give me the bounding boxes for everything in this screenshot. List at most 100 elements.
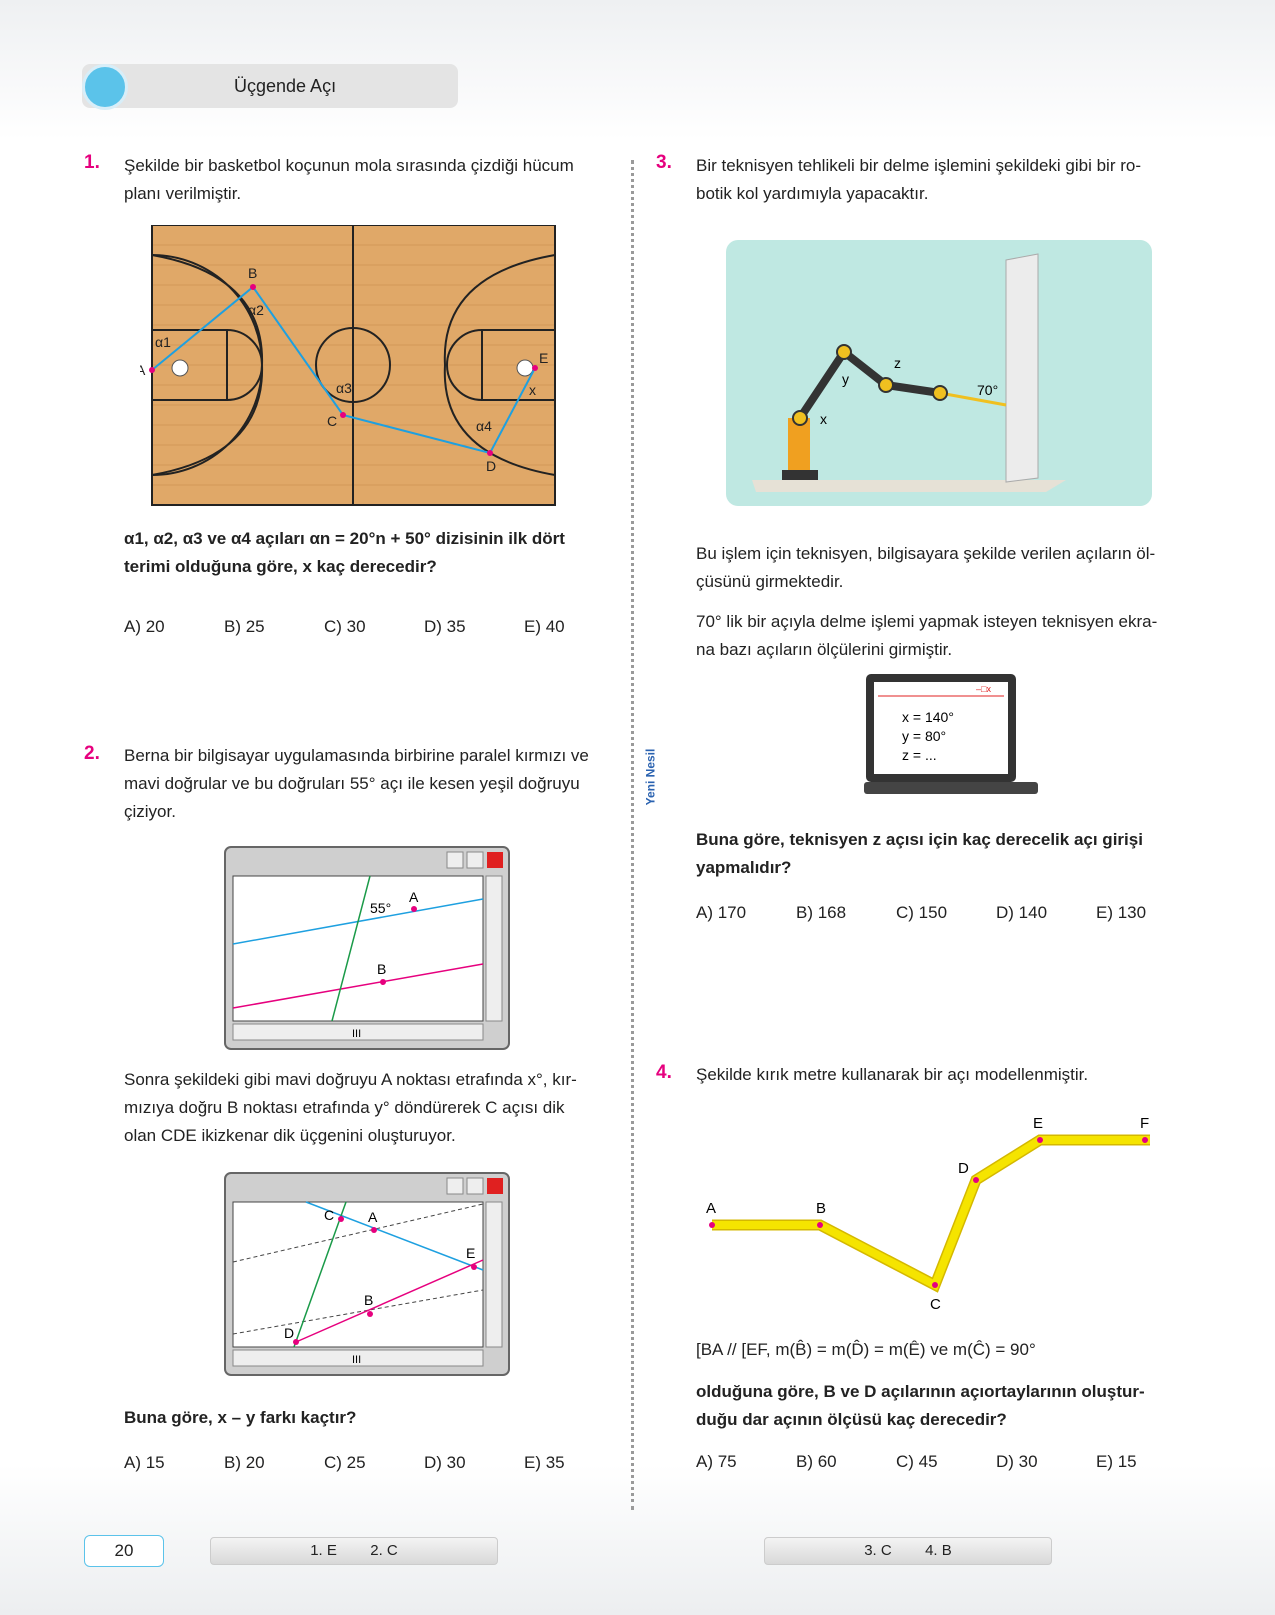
q3-p2-1: 70° lik bir açıyla delme işlemi yapmak i…	[696, 612, 1158, 631]
q3-question-2: yapmalıdır?	[696, 858, 792, 877]
point-e-label: E	[1033, 1115, 1043, 1132]
answer-key-left: 1. E 2. C	[210, 1537, 498, 1565]
option-e[interactable]: E) 130	[1096, 903, 1147, 922]
scrollbar-thumb[interactable]: III	[352, 1354, 361, 1366]
angle-z-label: z	[894, 355, 901, 371]
point-b-label: B	[816, 1200, 826, 1217]
robot-arm-figure: x y z 70°	[726, 240, 1152, 506]
option-e[interactable]: E) 15	[1096, 1452, 1137, 1471]
app-window-figure-2: C A B D E III	[224, 1172, 510, 1376]
point-c-label: C	[324, 1207, 334, 1223]
brand-logo: Yeni Nesil	[643, 748, 658, 806]
app-window-figure-1: 55° A B III	[224, 846, 510, 1050]
option-b[interactable]: B) 60	[796, 1452, 837, 1471]
angle-x-label: x	[529, 382, 536, 398]
alpha1-label: α1	[155, 334, 171, 350]
q1-text-1: Şekilde bir basketbol koçunun mola sıras…	[124, 156, 574, 175]
point-d-label: D	[284, 1325, 294, 1341]
option-a[interactable]: A) 20	[124, 617, 165, 636]
answer-2: 2. C	[370, 1542, 398, 1559]
close-icon	[487, 1178, 503, 1194]
point-d-label: D	[958, 1160, 969, 1177]
point-c-label: C	[327, 413, 337, 429]
header-bar	[82, 64, 458, 108]
q2-mid-1: Sonra şekildeki gibi mavi doğruyu A nokt…	[124, 1070, 577, 1089]
option-c[interactable]: C) 25	[324, 1453, 366, 1472]
point-e-label: E	[539, 350, 548, 366]
point-b-label: B	[364, 1292, 373, 1308]
point-f-label: F	[1140, 1115, 1149, 1132]
option-e[interactable]: E) 40	[524, 617, 565, 636]
q2-text-3: çiziyor.	[124, 802, 176, 821]
alpha4-label: α4	[476, 418, 492, 434]
q3-number: 3.	[656, 152, 672, 173]
angle-70-label: 70°	[977, 382, 998, 398]
option-c[interactable]: C) 30	[324, 617, 366, 636]
q2-text-1: Berna bir bilgisayar uygulamasında birbi…	[124, 746, 589, 765]
point-d-label: D	[486, 458, 496, 474]
q4-question-2: duğu dar açının ölçüsü kaç derecedir?	[696, 1410, 1007, 1429]
q3-text-2: botik kol yardımıyla yapacaktır.	[696, 184, 929, 203]
alpha2-label: α2	[248, 302, 264, 318]
scrollbar-thumb[interactable]: III	[352, 1028, 361, 1040]
basketball-court-figure: A B C D E x α1 α2 α3 α4	[140, 225, 556, 506]
point-b-label: B	[248, 265, 257, 281]
q4-options: A) 75 B) 60 C) 45 D) 30 E) 15	[696, 1452, 1196, 1472]
column-divider	[631, 160, 634, 1510]
q3-question-1: Buna göre, teknisyen z açısı için kaç de…	[696, 830, 1143, 849]
answer-3: 3. C	[864, 1542, 892, 1559]
screen-z-value: z = ...	[902, 747, 937, 763]
screen-x-value: x = 140°	[902, 709, 954, 725]
option-a[interactable]: A) 75	[696, 1452, 737, 1471]
answer-key-right: 3. C 4. B	[764, 1537, 1052, 1565]
q4-text-1: Şekilde kırık metre kullanarak bir açı m…	[696, 1065, 1089, 1084]
q2-mid-3: olan CDE ikizkenar dik üçgenini oluşturu…	[124, 1126, 456, 1145]
option-d[interactable]: D) 30	[996, 1452, 1038, 1471]
q1-question-1: α1, α2, α3 ve α4 açıları αn = 20°n + 50°…	[124, 529, 565, 548]
option-a[interactable]: A) 15	[124, 1453, 165, 1472]
point-a-label: A	[368, 1209, 378, 1225]
option-b[interactable]: B) 168	[796, 903, 847, 922]
q3-p1-1: Bu işlem için teknisyen, bilgisayara şek…	[696, 544, 1156, 563]
point-a-label: A	[409, 889, 419, 905]
q1-number: 1.	[84, 152, 100, 173]
q4-question-1: olduğuna göre, B ve D açılarının açıorta…	[696, 1382, 1145, 1401]
q2-number: 2.	[84, 743, 100, 764]
answer-1: 1. E	[310, 1542, 337, 1559]
folding-ruler-figure: A B C D E F	[706, 1115, 1150, 1313]
option-d[interactable]: D) 35	[424, 617, 466, 636]
q1-options: A) 20 B) 25 C) 30 D) 35 E) 40	[124, 617, 624, 637]
close-icon	[487, 852, 503, 868]
target-icon	[82, 64, 128, 110]
laptop-figure: –□x x = 140° y = 80° z = ...	[864, 674, 1038, 794]
answer-4: 4. B	[925, 1542, 952, 1559]
option-e[interactable]: E) 35	[524, 1453, 565, 1472]
q4-number: 4.	[656, 1062, 672, 1083]
q3-options: A) 170 B) 168 C) 150 D) 140 E) 130	[696, 903, 1196, 923]
footer-background	[0, 1465, 1275, 1615]
option-a[interactable]: A) 170	[696, 903, 747, 922]
option-b[interactable]: B) 20	[224, 1453, 265, 1472]
q1-question-2: terimi olduğuna göre, x kaç derecedir?	[124, 557, 437, 576]
option-b[interactable]: B) 25	[224, 617, 265, 636]
q2-text-2: mavi doğrular ve bu doğruları 55° açı il…	[124, 774, 580, 793]
option-c[interactable]: C) 45	[896, 1452, 938, 1471]
screen-y-value: y = 80°	[902, 728, 946, 744]
q4-given: [BA // [EF, m(B̂) = m(D̂) = m(Ê) ve m(Ĉ)…	[696, 1340, 1036, 1359]
point-a-label: A	[140, 362, 146, 378]
alpha3-label: α3	[336, 380, 352, 396]
option-d[interactable]: D) 30	[424, 1453, 466, 1472]
q1-text-2: planı verilmiştir.	[124, 184, 242, 203]
angle-y-label: y	[842, 371, 849, 387]
page-title: Üçgende Açı	[234, 76, 337, 96]
q3-p1-2: çüsünü girmektedir.	[696, 572, 844, 591]
window-controls: –□x	[976, 684, 991, 694]
option-d[interactable]: D) 140	[996, 903, 1048, 922]
angle-x-label: x	[820, 411, 827, 427]
point-c-label: C	[930, 1296, 941, 1313]
point-b-label: B	[377, 961, 386, 977]
q2-question: Buna göre, x – y farkı kaçtır?	[124, 1408, 357, 1427]
page-number: 20	[84, 1535, 164, 1567]
option-c[interactable]: C) 150	[896, 903, 948, 922]
